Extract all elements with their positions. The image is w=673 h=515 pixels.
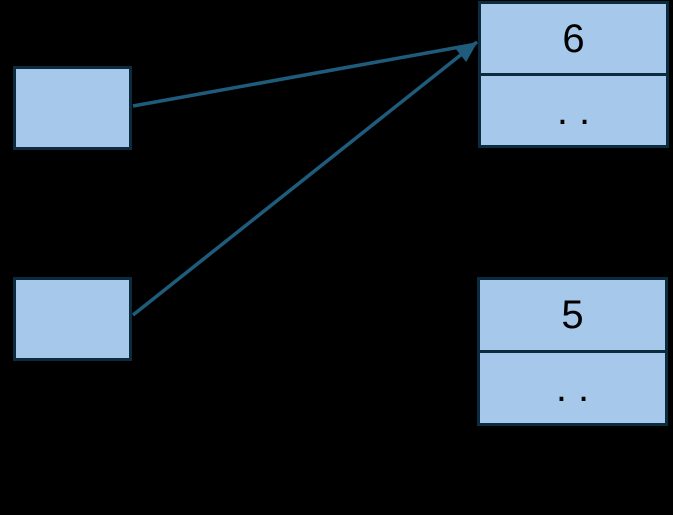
left-bottom-box	[13, 277, 132, 361]
table-five-value-cell: 5	[561, 293, 584, 337]
table-five-dots-cell: . .	[555, 366, 590, 410]
table-six-value-cell: 6	[562, 16, 585, 61]
left-top-box	[13, 66, 132, 150]
table-five: 5 . .	[477, 277, 668, 426]
table-six-divider	[481, 73, 666, 76]
table-six-dots-cell: . .	[556, 88, 591, 133]
table-six: 6 . .	[478, 1, 669, 148]
table-five-divider	[480, 350, 665, 353]
arrow-left-bottom-to-six	[131, 40, 479, 317]
arrow-left-top-to-six	[132, 43, 472, 108]
